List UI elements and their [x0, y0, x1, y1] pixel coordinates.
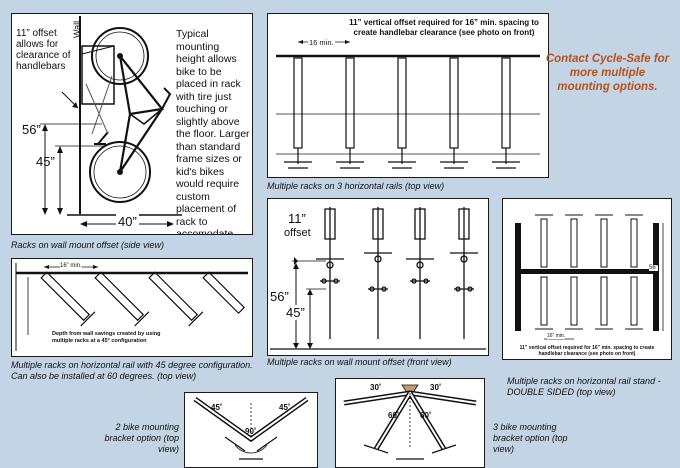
rails-offset-note: 11” vertical offset required for 16” min… [349, 18, 539, 37]
three-bike-drawing [343, 384, 477, 460]
three-bike-angle-bottom-left: 60˚ [388, 411, 400, 420]
side-view-drawing [40, 16, 182, 227]
double-sided-drawing [515, 214, 664, 340]
front-view-panel: 11” offset 56” 45” [267, 198, 489, 356]
two-bike-caption: 2 bike mounting bracket option (top view… [104, 422, 179, 454]
deg45-depth-note: Depth from wall savings created by using… [52, 331, 172, 345]
horizontal-rails-caption: Multiple racks on 3 horizontal rails (to… [267, 181, 445, 191]
three-bike-panel: 30˚ 30˚ 60˚ 60˚ [335, 378, 485, 468]
double-spacing-label: 16” min. [547, 333, 566, 339]
double-sided-panel: 56” 16” min. 11” vertical offset require… [502, 198, 672, 360]
depth-40-label: 40” [116, 214, 139, 229]
three-bike-angle-top-left: 30˚ [370, 383, 382, 392]
side-view-caption: Racks on wall mount offset (side view) [11, 240, 165, 250]
deg45-rail-drawing [15, 263, 248, 351]
height-56-label: 56” [22, 122, 41, 137]
front-view-caption: Multiple racks on wall mount offset (fro… [267, 357, 452, 367]
two-bike-angle-left: 45˚ [211, 403, 223, 412]
height-45-label: 45” [36, 154, 55, 169]
front-view-drawing [270, 207, 486, 350]
front-height-56-label: 56” [270, 289, 289, 304]
two-bike-angle-center: 90˚ [245, 427, 257, 436]
two-bike-angle-right: 45˚ [279, 403, 291, 412]
offset-note: 11” offset allows for clearance of handl… [16, 28, 71, 72]
deg45-rail-panel: 16” min. Depth from wall savings created… [11, 258, 253, 357]
wall-label: Wall [72, 20, 82, 38]
front-offset-11-label: 11” [288, 211, 306, 226]
front-offset-label: offset [284, 227, 311, 239]
two-bike-panel: 45˚ 45˚ 90˚ [184, 392, 318, 468]
deg45-spacing-label: 16” min. [60, 263, 82, 269]
two-bike-drawing [193, 396, 309, 460]
horizontal-rails-panel: 11” vertical offset required for 16” min… [267, 13, 549, 178]
mounting-height-text: Typical mounting height allows bike to b… [176, 28, 250, 235]
deg45-rail-caption: Multiple racks on horizontal rail with 4… [11, 360, 253, 381]
horizontal-rails-drawing [276, 40, 540, 169]
double-height-label: 56” [649, 265, 658, 271]
front-height-45-label: 45” [286, 305, 305, 320]
side-view-panel: 11” offset allows for clearance of handl… [11, 13, 253, 235]
three-bike-angle-top-right: 30˚ [430, 383, 442, 392]
contact-callout: Contact Cycle-Safe for more multiple mou… [545, 53, 670, 93]
rails-spacing-label: 16 min. [308, 38, 335, 47]
three-bike-angle-bottom-right: 60˚ [420, 411, 432, 420]
three-bike-caption: 3 bike mounting bracket option (top view… [493, 422, 568, 454]
double-offset-note: 11” vertical offset required for 16” min… [519, 345, 655, 357]
double-sided-caption: Multiple racks on horizontal rail stand … [507, 376, 661, 397]
